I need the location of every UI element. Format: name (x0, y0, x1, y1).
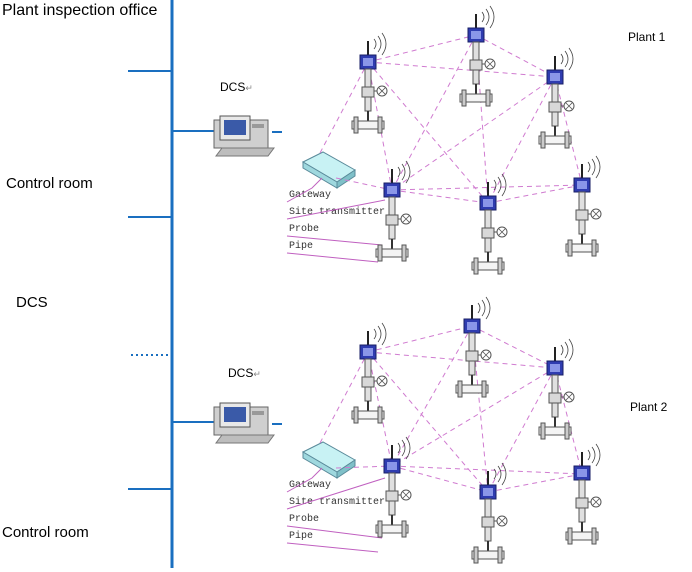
plant2-label: Plant 2 (630, 400, 668, 414)
mesh-links-plant-1 (319, 34, 583, 204)
legend-gateway-2: Gateway (289, 480, 332, 491)
legend-site-transmitter-1: Site transmitter (289, 207, 386, 218)
control-room-label-1: Control room (6, 175, 93, 192)
mesh-links-plant-2 (319, 325, 583, 493)
site-transmitter (459, 5, 496, 107)
site-transmitter (565, 443, 602, 545)
site-transmitter (351, 322, 388, 424)
control-room-label-2: Control room (2, 524, 89, 541)
site-transmitter (538, 338, 575, 440)
dcs-main-label: DCS (16, 294, 48, 311)
dcs-computer-2 (213, 402, 275, 444)
legend-pipe-2: Pipe (289, 531, 314, 542)
dcs-computer-1 (213, 115, 275, 157)
field-instruments-plant-1 (351, 5, 602, 275)
site-transmitter (565, 155, 602, 257)
site-transmitter (375, 436, 412, 538)
legend-pipe-1: Pipe (289, 241, 314, 252)
legend-leaders (286, 177, 386, 553)
legend-gateway-1: Gateway (289, 190, 332, 201)
dcs-station-label-2: DCS↵ (228, 366, 261, 380)
gateway-2 (301, 441, 356, 479)
site-transmitter (375, 160, 412, 262)
dcs-station-label-1: DCS↵ (220, 80, 253, 94)
gateway-1 (301, 151, 356, 189)
legend-site-transmitter-2: Site transmitter (289, 497, 386, 508)
site-transmitter (455, 296, 492, 398)
legend-probe-2: Probe (289, 514, 320, 525)
site-transmitter (471, 173, 508, 275)
plant1-label: Plant 1 (628, 30, 666, 44)
site-transmitter (471, 462, 508, 564)
field-instruments-plant-2 (351, 296, 602, 564)
site-transmitter (351, 32, 388, 134)
site-transmitter (538, 47, 575, 149)
legend-probe-1: Probe (289, 224, 320, 235)
dcs-bus (128, 0, 282, 568)
plant-inspection-office-label: Plant inspection office (2, 2, 158, 19)
